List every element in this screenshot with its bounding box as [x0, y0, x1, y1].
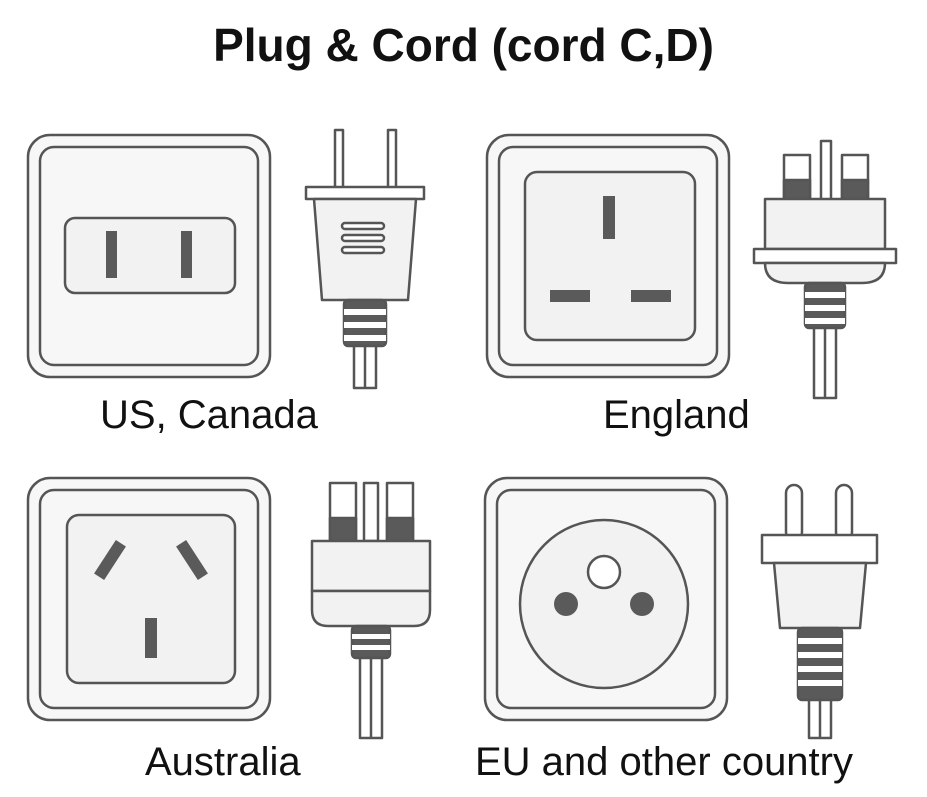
- us-canada-socket-icon: [26, 133, 272, 379]
- england-plug-icon: [752, 139, 898, 400]
- australia-socket-icon: [26, 476, 272, 722]
- label-england: England: [603, 393, 750, 437]
- eu-socket-icon: [483, 476, 729, 722]
- australia-plug-icon: [310, 481, 432, 740]
- eu-plug-icon: [760, 483, 879, 740]
- label-us-canada: US, Canada: [100, 393, 318, 437]
- us-canada-plug-icon: [304, 128, 426, 390]
- label-eu-other: EU and other country: [475, 740, 853, 784]
- england-socket-icon: [485, 133, 731, 379]
- page-title: Plug & Cord (cord C,D): [213, 19, 714, 71]
- label-australia: Australia: [145, 740, 301, 784]
